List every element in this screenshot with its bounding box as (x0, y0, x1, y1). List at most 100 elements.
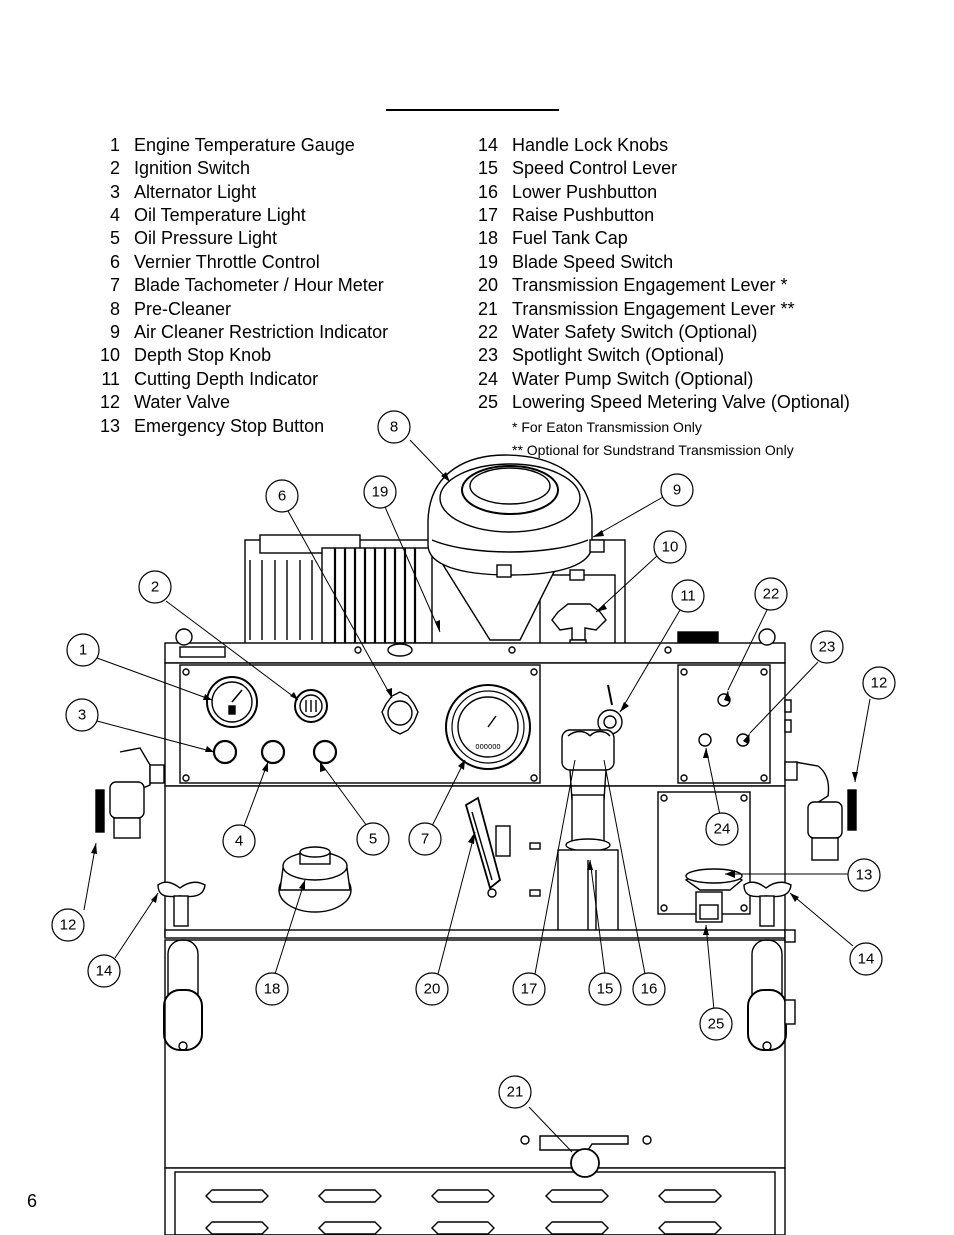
callout-11: 11 (671, 579, 705, 613)
legend-label: Raise Pushbutton (512, 205, 655, 225)
legend-label: Handle Lock Knobs (512, 135, 669, 155)
svg-text:4: 4 (235, 833, 243, 850)
callout-6: 6 (265, 479, 299, 513)
legend-number: 22 (477, 322, 498, 342)
svg-text:10: 10 (662, 539, 679, 556)
legend-number: 21 (477, 299, 498, 319)
svg-text:3: 3 (78, 707, 86, 724)
legend-number: 12 (99, 392, 120, 412)
legend-number: 23 (477, 345, 498, 365)
legend-number: 14 (477, 135, 498, 155)
svg-text:12: 12 (60, 917, 77, 934)
legend-number: 19 (477, 252, 498, 272)
title-rule (386, 109, 559, 111)
legend-item: 23 Spotlight Switch (Optional) (478, 344, 725, 366)
legend-number: 24 (477, 369, 498, 389)
legend-number: 13 (99, 416, 120, 436)
legend-label: Air Cleaner Restriction Indicator (134, 322, 389, 342)
legend-number: 17 (477, 205, 498, 225)
svg-text:25: 25 (708, 1016, 725, 1033)
legend-number: 6 (109, 252, 120, 272)
callout-23: 23 (810, 630, 844, 664)
legend-item: 1 Engine Temperature Gauge (110, 134, 355, 156)
note-sundstrand: ** Optional for Sundstrand Transmission … (512, 442, 794, 458)
callout-24: 24 (705, 812, 739, 846)
legend-item: 9 Air Cleaner Restriction Indicator (110, 321, 389, 343)
legend-number: 9 (109, 322, 120, 342)
svg-text:14: 14 (858, 951, 875, 968)
legend-label: Fuel Tank Cap (512, 228, 628, 248)
legend-number: 2 (109, 158, 120, 178)
callout-22: 22 (754, 577, 788, 611)
svg-text:11: 11 (680, 588, 696, 605)
legend-label: Speed Control Lever (512, 158, 678, 178)
legend-item: 24 Water Pump Switch (Optional) (478, 368, 754, 390)
svg-text:17: 17 (521, 981, 538, 998)
legend-label: Transmission Engagement Lever ** (512, 299, 795, 319)
svg-text:7: 7 (421, 831, 429, 848)
legend-number: 1 (109, 135, 120, 155)
legend-number: 8 (109, 299, 120, 319)
svg-text:20: 20 (424, 981, 441, 998)
callout-5: 5 (356, 822, 390, 856)
legend-item: 10 Depth Stop Knob (100, 344, 272, 366)
legend-label: Water Safety Switch (Optional) (512, 322, 758, 342)
legend-item: 15 Speed Control Lever (478, 157, 678, 179)
legend-number: 10 (99, 345, 120, 365)
callout-9: 9 (660, 473, 694, 507)
callout-20: 20 (415, 972, 449, 1006)
callout-21: 21 (498, 1075, 532, 1109)
legend-item: 13 Emergency Stop Button (100, 415, 325, 437)
legend-item: 21 Transmission Engagement Lever ** (478, 298, 795, 320)
legend-label: Water Pump Switch (Optional) (512, 369, 754, 389)
svg-text:5: 5 (369, 831, 377, 848)
legend-label: Ignition Switch (134, 158, 251, 178)
callout-4: 4 (222, 824, 256, 858)
legend-label: Depth Stop Knob (134, 345, 272, 365)
legend-label: Spotlight Switch (Optional) (512, 345, 725, 365)
legend-label: Lowering Speed Metering Valve (Optional) (512, 392, 850, 412)
callout-17: 17 (512, 972, 546, 1006)
note-eaton: * For Eaton Transmission Only (512, 419, 702, 435)
legend-number: 15 (477, 158, 498, 178)
legend-item: 18 Fuel Tank Cap (478, 227, 628, 249)
legend-label: Blade Speed Switch (512, 252, 674, 272)
legend-label: Lower Pushbutton (512, 182, 658, 202)
svg-text:18: 18 (264, 981, 281, 998)
callout-12-left: 12 (51, 908, 85, 942)
callout-3: 3 (65, 698, 99, 732)
legend-label: Transmission Engagement Lever * (512, 275, 788, 295)
legend-label: Blade Tachometer / Hour Meter (134, 275, 384, 295)
legend-item: 16 Lower Pushbutton (478, 181, 658, 203)
legend-number: 3 (109, 182, 120, 202)
svg-text:21: 21 (507, 1084, 524, 1101)
svg-text:1: 1 (79, 642, 87, 659)
legend-number: 4 (109, 205, 120, 225)
legend-item: 14 Handle Lock Knobs (478, 134, 669, 156)
svg-text:19: 19 (372, 484, 389, 501)
legend-number: 16 (477, 182, 498, 202)
callout-2: 2 (138, 570, 172, 604)
callout-7: 7 (408, 822, 442, 856)
page-number: 6 (27, 1191, 38, 1211)
legend-item: 17 Raise Pushbutton (478, 204, 655, 226)
hour-meter-digits: OOOOOO (475, 744, 500, 752)
legend-label: Emergency Stop Button (134, 416, 325, 436)
legend-label: Cutting Depth Indicator (134, 369, 319, 389)
callout-1: 1 (66, 633, 100, 667)
legend-label: Alternator Light (134, 182, 257, 202)
svg-text:24: 24 (714, 821, 731, 838)
legend-number: 18 (477, 228, 498, 248)
legend-label: Engine Temperature Gauge (134, 135, 355, 155)
callout-12-right: 12 (862, 666, 896, 700)
svg-text:12: 12 (871, 675, 888, 692)
legend-item: 19 Blade Speed Switch (478, 251, 674, 273)
svg-text:15: 15 (597, 981, 614, 998)
